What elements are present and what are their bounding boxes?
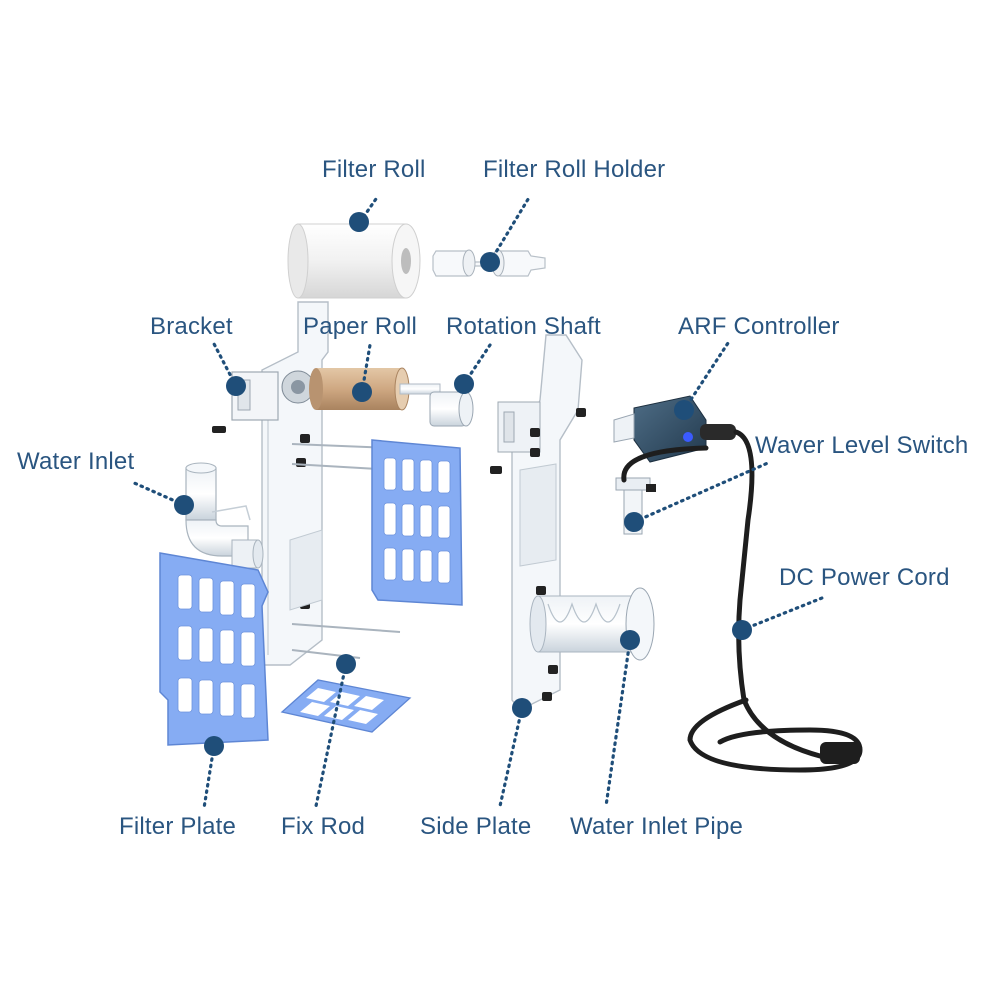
marker-water-level-switch	[624, 512, 644, 532]
filter-roll-part	[287, 223, 421, 299]
label-filter-roll: Filter Roll	[322, 156, 426, 183]
filter-plate-rear-part	[371, 439, 463, 606]
label-water-inlet: Water Inlet	[17, 448, 135, 475]
label-fix-rod: Fix Rod	[281, 813, 366, 840]
marker-fix-rod	[336, 654, 356, 674]
leader-filter-roll-holder	[488, 194, 532, 264]
leader-filter-plate	[202, 744, 216, 810]
marker-filter-roll-holder	[480, 252, 500, 272]
side-plate-part	[490, 334, 586, 711]
marker-paper-roll	[352, 382, 372, 402]
leader-water-inlet-pipe	[604, 638, 632, 808]
marker-arf-controller	[674, 400, 694, 420]
label-paper-roll: Paper Roll	[303, 313, 418, 340]
leader-water-level-switch	[632, 460, 772, 524]
leader-lines	[130, 194, 824, 810]
marker-rotation-shaft	[454, 374, 474, 394]
marker-bracket	[226, 376, 246, 396]
leader-side-plate	[498, 706, 524, 808]
label-dc-power-cord: DC Power Cord	[779, 564, 950, 591]
paper-roll-part	[309, 367, 441, 411]
leader-arf-controller	[682, 338, 732, 412]
label-waver-level-switch: Waver Level Switch	[755, 432, 969, 459]
rotation-shaft-part	[429, 391, 474, 427]
label-arf-controller: ARF Controller	[678, 313, 840, 340]
leader-fix-rod	[314, 662, 348, 808]
label-side-plate: Side Plate	[420, 813, 532, 840]
dc-power-cord-part	[621, 429, 863, 773]
label-filter-roll-holder: Filter Roll Holder	[483, 156, 666, 183]
fix-rod-part	[280, 679, 412, 733]
marker-dc-power-cord	[732, 620, 752, 640]
label-bracket: Bracket	[150, 313, 233, 340]
marker-water-inlet-pipe	[620, 630, 640, 650]
water-inlet-part	[185, 462, 264, 569]
markers	[174, 212, 752, 756]
marker-filter-roll	[349, 212, 369, 232]
label-filter-plate: Filter Plate	[119, 813, 237, 840]
label-water-inlet-pipe: Water Inlet Pipe	[570, 813, 744, 840]
marker-side-plate	[512, 698, 532, 718]
label-rotation-shaft: Rotation Shaft	[446, 313, 601, 340]
marker-filter-plate	[204, 736, 224, 756]
marker-water-inlet	[174, 495, 194, 515]
water-inlet-pipe-part	[529, 587, 655, 661]
filter-plate-part	[159, 552, 269, 746]
leader-dc-power-cord	[740, 596, 824, 632]
